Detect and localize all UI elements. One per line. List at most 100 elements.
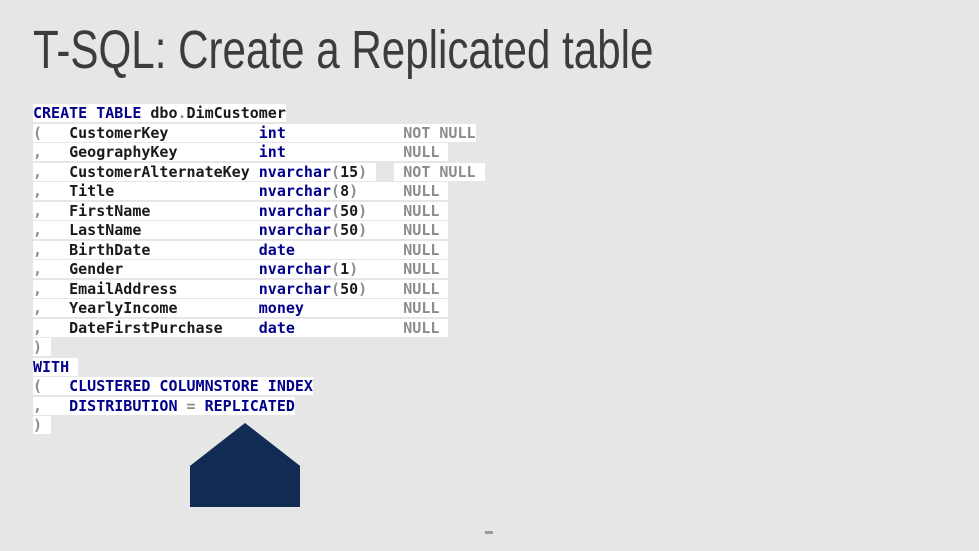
- code-segment: LastName: [42, 221, 259, 239]
- code-segment: WITH: [33, 357, 79, 376]
- slide-title: T-SQL: Create a Replicated table: [33, 20, 654, 80]
- code-segment: 50: [340, 279, 359, 298]
- code-segment: DateFirstPurchase: [42, 318, 259, 337]
- code-segment: 50: [340, 201, 359, 220]
- code-line: , Gender nvarchar(1) NULL: [33, 260, 485, 280]
- code-segment: ,: [33, 260, 43, 278]
- code-line: , YearlyIncome money NULL: [33, 299, 485, 319]
- code-segment: [367, 279, 404, 298]
- code-segment: [358, 260, 404, 278]
- code-segment: ,: [33, 143, 43, 161]
- code-segment: DISTRIBUTION: [69, 396, 187, 415]
- code-segment: nvarchar: [258, 201, 332, 220]
- code-segment: (: [331, 162, 341, 181]
- code-segment: GeographyKey: [42, 143, 259, 161]
- code-segment: ): [358, 279, 368, 298]
- code-segment: int: [258, 143, 286, 161]
- code-segment: 50: [340, 221, 359, 239]
- code-line: , BirthDate date NULL: [33, 240, 485, 261]
- code-segment: [303, 299, 404, 317]
- code-line: ( CLUSTERED COLUMNSTORE INDEX: [33, 377, 485, 397]
- code-segment: 8: [340, 182, 350, 200]
- code-segment: [367, 221, 404, 239]
- code-segment: REPLICATED: [204, 396, 295, 415]
- code-line: , EmailAddress nvarchar(50) NULL: [33, 279, 485, 300]
- code-segment: [367, 201, 404, 220]
- code-segment: BirthDate: [42, 240, 259, 259]
- code-segment: NOT NULL: [403, 123, 476, 142]
- code-segment: [294, 240, 404, 259]
- code-segment: (: [33, 123, 43, 142]
- code-segment: [376, 163, 394, 181]
- code-segment: CustomerKey: [42, 123, 259, 142]
- code-segment: NULL: [403, 260, 449, 278]
- code-segment: nvarchar: [258, 162, 332, 181]
- code-segment: 15: [340, 162, 359, 181]
- code-segment: YearlyIncome: [42, 299, 259, 317]
- code-segment: EmailAddress: [42, 279, 259, 298]
- code-segment: NULL: [403, 299, 449, 317]
- code-segment: money: [258, 299, 304, 317]
- code-segment: CustomerAlternateKey: [42, 162, 259, 181]
- code-segment: CREATE TABLE: [33, 104, 151, 122]
- code-segment: [367, 162, 377, 181]
- code-segment: [358, 182, 404, 200]
- code-segment: [285, 123, 404, 142]
- code-segment: (: [331, 201, 341, 220]
- code-segment: CLUSTERED COLUMNSTORE INDEX: [69, 377, 313, 395]
- code-segment: dbo: [150, 104, 178, 122]
- code-segment: ): [358, 221, 368, 239]
- code-line: , FirstName nvarchar(50) NULL: [33, 201, 485, 222]
- up-arrow-shape: [190, 423, 300, 507]
- code-segment: ,: [33, 240, 43, 259]
- code-line: , GeographyKey int NULL: [33, 143, 485, 163]
- code-segment: ): [349, 260, 359, 278]
- code-segment: nvarchar: [258, 260, 332, 278]
- code-segment: ,: [33, 279, 43, 298]
- code-segment: (: [33, 377, 43, 395]
- code-segment: (: [331, 182, 341, 200]
- code-segment: ): [358, 201, 368, 220]
- code-line: ): [33, 338, 485, 358]
- code-segment: [42, 396, 70, 415]
- code-segment: [195, 396, 205, 415]
- code-block: CREATE TABLE dbo.DimCustomer( CustomerKe…: [33, 104, 485, 436]
- code-segment: NULL: [403, 318, 449, 337]
- code-segment: ): [33, 338, 52, 356]
- code-segment: NULL: [403, 279, 449, 298]
- code-segment: ): [358, 162, 368, 181]
- code-segment: Title: [42, 182, 259, 200]
- code-segment: .: [177, 104, 187, 122]
- code-segment: [285, 143, 404, 161]
- code-line: , Title nvarchar(8) NULL: [33, 182, 485, 202]
- code-line: WITH: [33, 357, 485, 378]
- code-line: , DateFirstPurchase date NULL: [33, 318, 485, 339]
- code-segment: date: [258, 318, 295, 337]
- code-segment: ,: [33, 182, 43, 200]
- code-segment: ,: [33, 162, 43, 181]
- code-segment: ,: [33, 299, 43, 317]
- code-line: ): [33, 416, 485, 436]
- code-segment: [42, 377, 70, 395]
- code-segment: nvarchar: [258, 182, 332, 200]
- code-segment: (: [331, 279, 341, 298]
- code-segment: ,: [33, 318, 43, 337]
- code-segment: NULL: [403, 182, 449, 200]
- code-segment: date: [258, 240, 295, 259]
- code-segment: (: [331, 221, 341, 239]
- code-line: CREATE TABLE dbo.DimCustomer: [33, 104, 485, 124]
- code-segment: int: [258, 123, 286, 142]
- code-segment: DimCustomer: [186, 104, 286, 122]
- code-segment: FirstName: [42, 201, 259, 220]
- code-segment: 1: [340, 260, 350, 278]
- code-segment: ,: [33, 201, 43, 220]
- code-segment: nvarchar: [258, 221, 332, 239]
- code-segment: [294, 318, 404, 337]
- code-segment: ): [33, 416, 52, 434]
- code-segment: nvarchar: [258, 279, 332, 298]
- footer-dash: [485, 531, 493, 534]
- code-segment: =: [186, 396, 196, 415]
- code-line: , LastName nvarchar(50) NULL: [33, 221, 485, 241]
- code-segment: NULL: [403, 221, 449, 239]
